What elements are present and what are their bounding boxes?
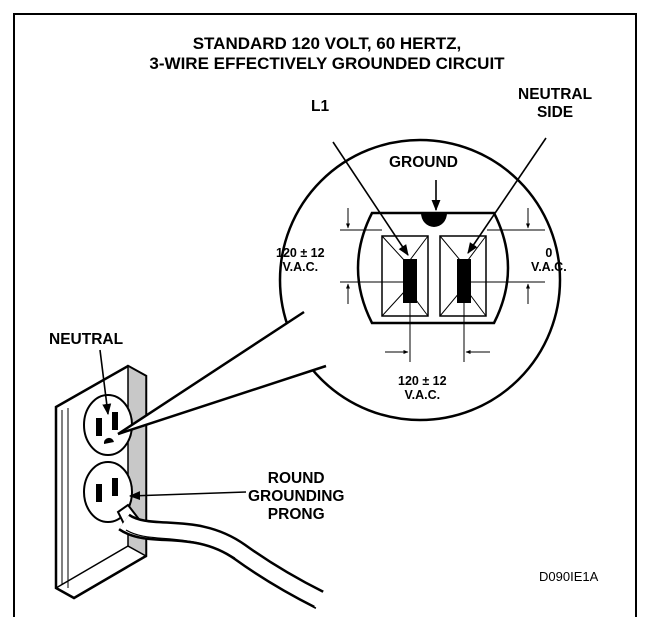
right-voltage-line-2: V.A.C. (531, 260, 567, 274)
diagram-title: STANDARD 120 VOLT, 60 HERTZ, 3-WIRE EFFE… (0, 34, 654, 74)
round-grounding-prong-label: ROUND GROUNDING PRONG (248, 470, 344, 524)
figure-code: D090IE1A (539, 569, 599, 584)
neutral-side-line-1: NEUTRAL (518, 86, 593, 103)
left-voltage-label: 120 ± 12 V.A.C. (276, 246, 325, 274)
bottom-voltage-label: 120 ± 12 V.A.C. (398, 374, 447, 402)
right-voltage-label: 0 V.A.C. (531, 246, 567, 274)
receptacle-face (356, 211, 510, 325)
lower-receptacle (83, 461, 133, 523)
prong-line-3: PRONG (267, 506, 325, 523)
right-voltage-line-1: 0 (545, 246, 553, 260)
bottom-voltage-line-1: 120 ± 12 (398, 374, 447, 388)
bottom-voltage-line-2: V.A.C. (404, 388, 441, 402)
upper-receptacle (83, 394, 133, 456)
neutral-side-line-2: SIDE (536, 104, 574, 121)
title-line-1: STANDARD 120 VOLT, 60 HERTZ, (192, 34, 462, 53)
left-voltage-line-2: V.A.C. (282, 260, 319, 274)
leader-arrows (99, 137, 547, 501)
prong-line-2: GROUNDING (248, 488, 345, 505)
neutral-side-label: NEUTRAL SIDE (518, 86, 592, 122)
l1-label: L1 (311, 98, 330, 115)
neutral-label: NEUTRAL (49, 331, 124, 348)
title-line-2: 3-WIRE EFFECTIVELY GROUNDED CIRCUIT (149, 54, 505, 73)
left-voltage-line-1: 120 ± 12 (276, 246, 325, 260)
dimension-lines (340, 208, 545, 362)
ground-label: GROUND (389, 154, 458, 171)
prong-line-1: ROUND (267, 470, 325, 487)
plug-and-cord (116, 503, 341, 616)
